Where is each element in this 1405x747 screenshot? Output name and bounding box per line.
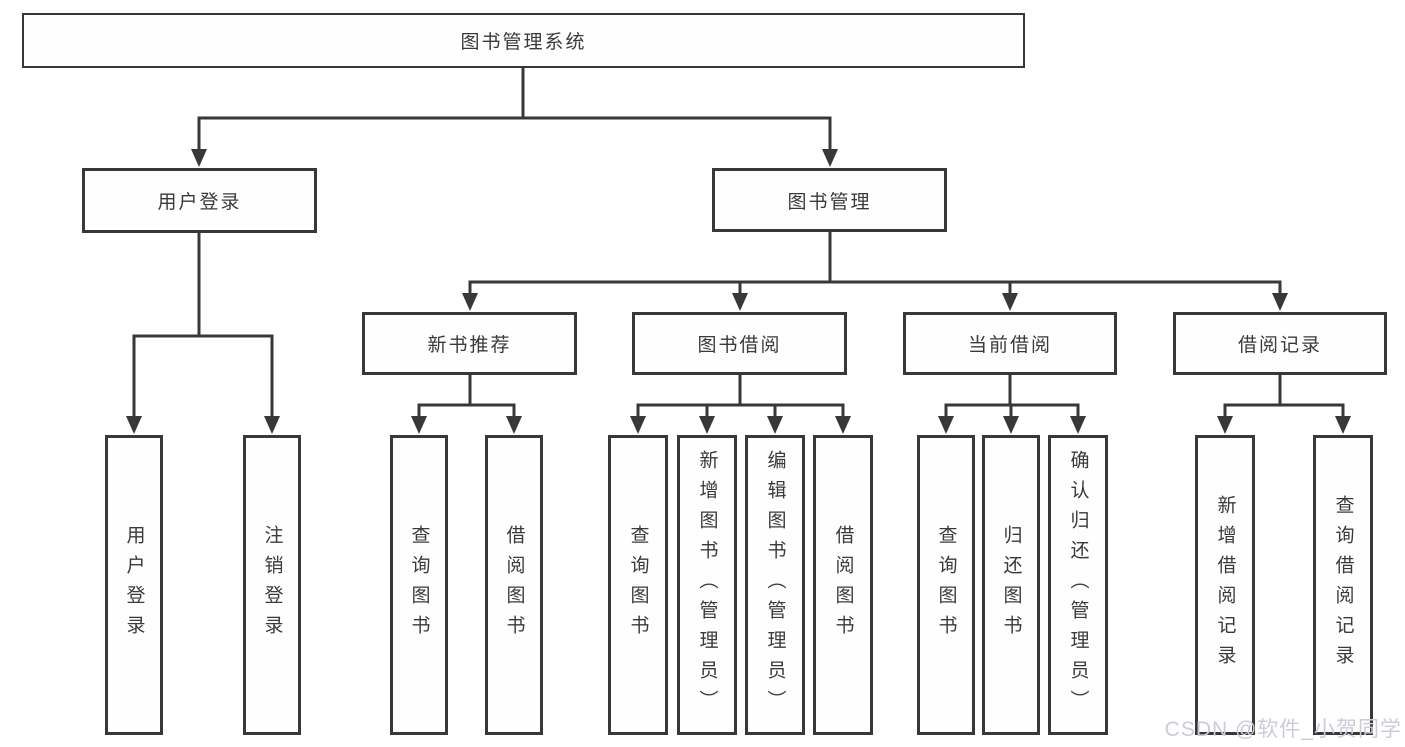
leaf-label: 编辑图书（管理员） (764, 450, 786, 720)
leaf-label: 注销登录 (261, 525, 283, 645)
node-borrowing-records: 借阅记录 (1173, 312, 1387, 375)
leaf-add-borrow-record: 新增借阅记录 (1195, 435, 1255, 735)
leaf-user-login: 用户登录 (105, 435, 163, 735)
leaf-add-books-admin: 新增图书（管理员） (677, 435, 737, 735)
leaf-query-books: 查询图书 (917, 435, 975, 735)
leaf-label: 查询图书 (408, 525, 430, 645)
leaf-label: 查询图书 (935, 525, 957, 645)
node-current-borrowing: 当前借阅 (903, 312, 1117, 375)
node-book-borrowing: 图书借阅 (632, 312, 847, 375)
leaf-label: 借阅图书 (832, 525, 854, 645)
leaf-label: 用户登录 (123, 525, 145, 645)
leaf-query-books: 查询图书 (608, 435, 668, 735)
node-library-system: 图书管理系统 (22, 13, 1025, 68)
leaf-return-books: 归还图书 (982, 435, 1040, 735)
arrow-down-icons (126, 149, 1351, 434)
leaf-query-books: 查询图书 (390, 435, 448, 735)
leaf-label: 借阅图书 (503, 525, 525, 645)
connector-lines (132, 68, 1345, 420)
node-book-management: 图书管理 (712, 168, 947, 232)
leaf-borrow-books: 借阅图书 (813, 435, 873, 735)
leaf-confirm-return-admin: 确认归还（管理员） (1048, 435, 1108, 735)
leaf-label: 确认归还（管理员） (1067, 450, 1089, 720)
csdn-watermark: CSDN @软件_小贺同学 (1164, 718, 1402, 741)
leaf-label: 归还图书 (1000, 525, 1022, 645)
leaf-query-borrow-record: 查询借阅记录 (1313, 435, 1373, 735)
node-new-book-recommend: 新书推荐 (362, 312, 577, 375)
leaf-edit-books-admin: 编辑图书（管理员） (745, 435, 805, 735)
leaf-label: 查询图书 (627, 525, 649, 645)
leaf-borrow-books: 借阅图书 (485, 435, 543, 735)
leaf-label: 查询借阅记录 (1332, 495, 1354, 675)
leaf-label: 新增图书（管理员） (696, 450, 718, 720)
leaf-label: 新增借阅记录 (1214, 495, 1236, 675)
node-user-login: 用户登录 (82, 168, 317, 233)
leaf-logout: 注销登录 (243, 435, 301, 735)
